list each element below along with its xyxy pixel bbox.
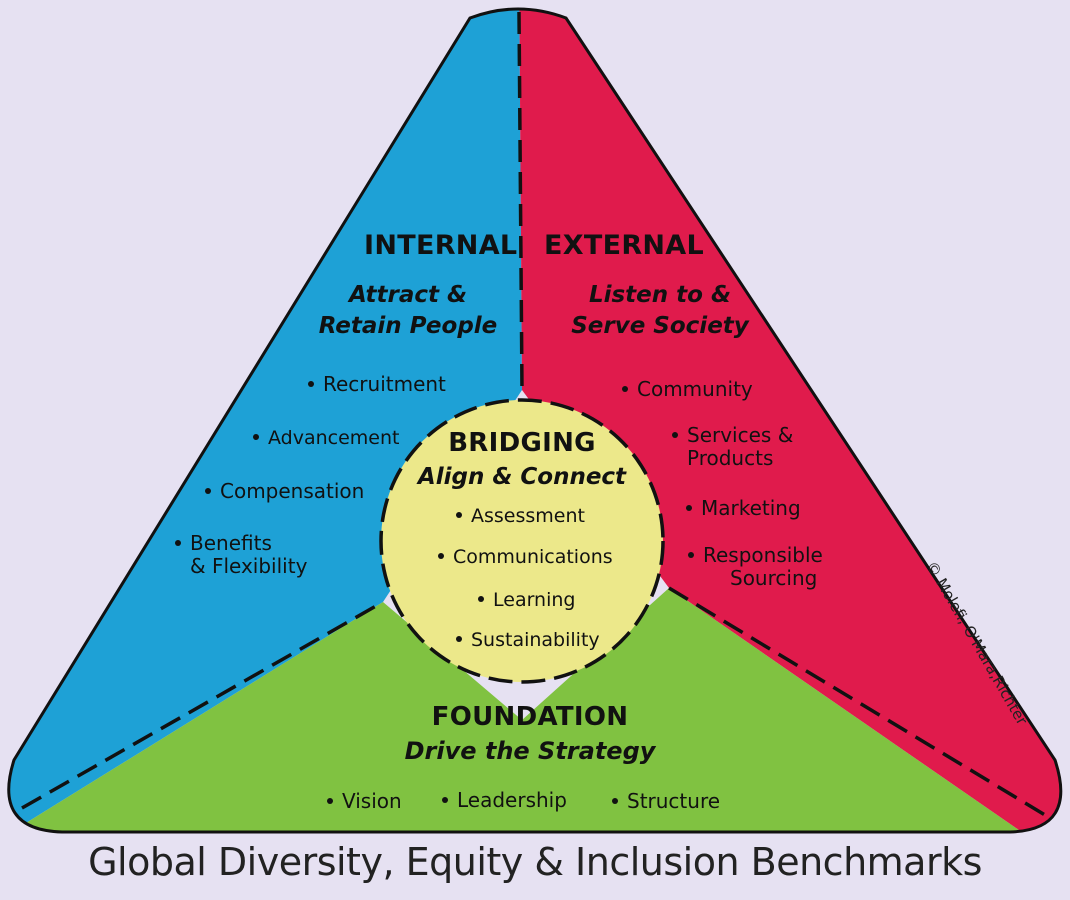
external-subtitle-line2: Serve Society [571, 313, 749, 339]
external-subtitle: Listen to & Serve Society [555, 280, 765, 342]
bridging-circle [379, 398, 665, 684]
bullet-icon [205, 487, 211, 494]
bullet-icon [672, 431, 678, 438]
bullet-icon [327, 797, 333, 804]
foundation-item-vision: Vision [327, 790, 402, 813]
bullet-icon [612, 797, 618, 804]
external-item-community: Community [622, 378, 753, 401]
external-item-responsible-sourcing: Responsible Sourcing [688, 544, 823, 590]
bullet-icon [688, 551, 694, 558]
bullet-icon [442, 796, 448, 803]
bridging-subtitle: Align & Connect [417, 464, 627, 490]
foundation-heading: FOUNDATION [431, 702, 629, 732]
internal-item-advancement: Advancement [253, 427, 399, 450]
foundation-item-leadership: Leadership [442, 789, 567, 812]
bullet-icon [456, 511, 462, 518]
bullet-icon [622, 385, 628, 392]
bullet-icon [438, 552, 444, 559]
internal-item-compensation: Compensation [205, 480, 364, 503]
external-subtitle-line1: Listen to & [588, 282, 732, 308]
divider-external-foundation [668, 586, 1046, 817]
bridging-item-communications: Communications [438, 546, 613, 569]
triangle-diagram [7, 7, 1063, 834]
triangle-outline [7, 7, 1063, 834]
bullet-icon [308, 380, 314, 387]
foundation-item-structure: Structure [612, 790, 720, 813]
internal-item-benefits: Benefits & Flexibility [175, 532, 307, 578]
bridging-item-sustainability: Sustainability [456, 629, 600, 652]
bullet-icon [686, 504, 692, 511]
foundation-region [8, 588, 1061, 832]
bullet-icon [478, 595, 484, 602]
foundation-subtitle: Drive the Strategy [404, 737, 656, 765]
divider-internal-foundation [21, 600, 384, 810]
bullet-icon [253, 433, 259, 440]
internal-subtitle: Attract & Retain People [308, 280, 508, 342]
bridging-item-assessment: Assessment [456, 505, 585, 528]
bullet-icon [175, 539, 181, 546]
page-title: Global Diversity, Equity & Inclusion Ben… [88, 840, 982, 884]
external-item-services-products: Services & Products [672, 424, 793, 470]
external-heading: EXTERNAL [544, 230, 705, 261]
bullet-icon [456, 635, 462, 642]
internal-heading: INTERNAL [364, 230, 518, 261]
external-item-marketing: Marketing [686, 497, 801, 520]
bridging-item-learning: Learning [478, 589, 576, 612]
internal-item-recruitment: Recruitment [308, 373, 446, 396]
internal-subtitle-line2: Retain People [318, 313, 498, 339]
internal-subtitle-line1: Attract & [348, 282, 468, 308]
bridging-heading: BRIDGING [448, 428, 596, 458]
